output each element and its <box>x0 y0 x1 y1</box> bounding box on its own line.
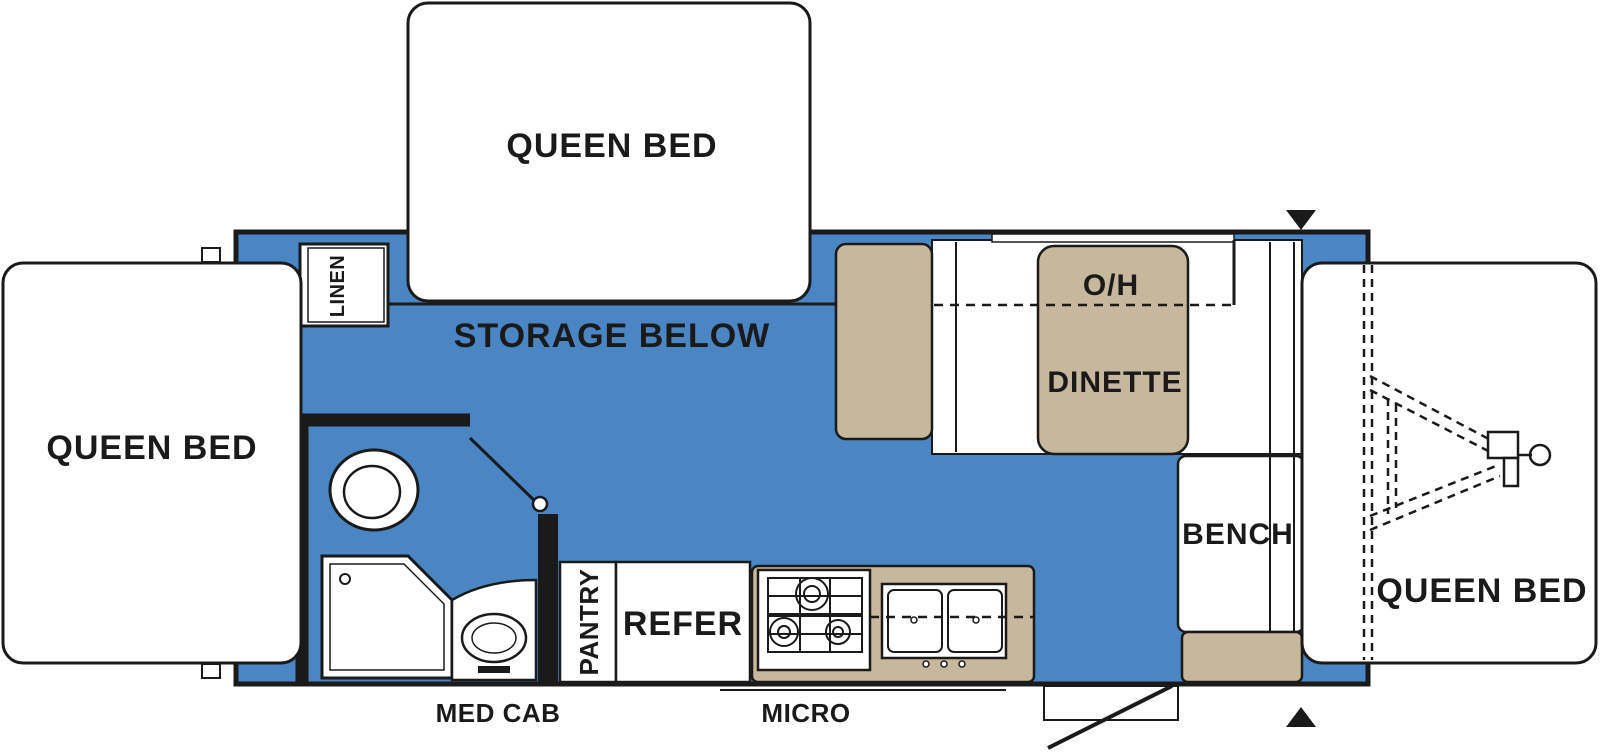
linen-cabinet-inner <box>307 247 385 323</box>
bed-tab-top <box>201 247 221 263</box>
window-top <box>991 233 1235 243</box>
hitch-coupler-icon <box>1486 430 1552 488</box>
queen-bed-right <box>1300 261 1598 665</box>
bath-wall-right <box>538 514 558 684</box>
label-queen-bed-left: QUEEN BED <box>46 429 257 467</box>
pantry-cabinet <box>558 560 618 684</box>
hitch-icon <box>1362 265 1501 660</box>
label-med-cab: MED CAB <box>436 698 561 728</box>
arrow-up-icon <box>1286 707 1316 727</box>
burner-icons <box>767 577 863 653</box>
queen-bed-left <box>1 261 303 665</box>
linen-cabinet <box>298 242 390 328</box>
queen-bed-top <box>406 1 812 303</box>
label-linen: LINEN <box>327 255 349 318</box>
toilet-seat <box>342 464 402 520</box>
faucet-icon <box>478 666 510 673</box>
sink-basin <box>471 622 517 654</box>
label-bench: BENCH <box>1182 518 1294 551</box>
label-micro: MICRO <box>761 698 850 728</box>
label-queen-bed-top: QUEEN BED <box>506 127 717 165</box>
shower-drain-icon <box>339 573 351 585</box>
label-queen-bed-right: QUEEN BED <box>1376 572 1587 610</box>
sink-knob-icons <box>910 616 980 668</box>
label-pantry: PANTRY <box>574 569 604 676</box>
refrigerator <box>614 560 752 684</box>
label-dinette: DINETTE <box>1047 366 1182 399</box>
bed-tab-bottom <box>201 663 221 679</box>
bath-door <box>468 436 542 508</box>
label-overhead: O/H <box>1083 269 1139 302</box>
label-refer: REFER <box>623 605 743 643</box>
bench-cushion <box>1180 630 1304 684</box>
sink-icon <box>460 612 528 664</box>
shower-inner <box>329 563 445 671</box>
entry-door[interactable] <box>1047 684 1173 750</box>
arrow-down-icon <box>1286 210 1316 230</box>
label-storage-below: STORAGE BELOW <box>454 317 771 355</box>
dinette-seat-left <box>834 242 934 441</box>
stove-icon <box>756 568 872 672</box>
dinette-table <box>1036 244 1190 456</box>
door-hinge <box>531 495 549 513</box>
